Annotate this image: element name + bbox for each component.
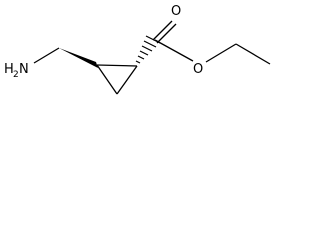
bond-ch2-ch3	[235, 43, 271, 65]
ring-bond-c1-c2	[96, 64, 138, 67]
wedge-bond-aminomethyl	[59, 48, 98, 68]
bond-n-ch2	[33, 47, 60, 64]
amine-label-n: N	[19, 62, 29, 77]
molecule-drawing: H 2 N O O	[4, 4, 271, 95]
carbonyl-bond-1	[152, 20, 173, 41]
bond-o-ch2	[205, 43, 237, 63]
structure-canvas: H 2 N O O	[0, 0, 275, 109]
carbonyl-oxygen-label: O	[171, 4, 181, 19]
bond-c-ester-o	[154, 39, 194, 62]
carbonyl-bond-2	[156, 23, 177, 44]
ring-bond-c1-c3	[96, 64, 118, 95]
ester-oxygen-label: O	[193, 62, 203, 77]
amine-label-subscript: 2	[13, 70, 19, 80]
ring-bond-c2-c3	[116, 65, 138, 95]
amine-label-h: H	[4, 62, 14, 77]
